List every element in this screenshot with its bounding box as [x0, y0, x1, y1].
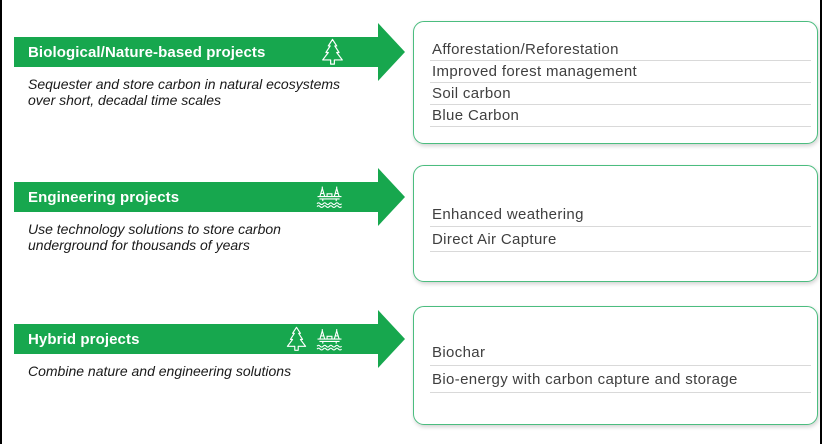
- description-line: Sequester and store carbon in natural ec…: [28, 76, 341, 92]
- left-edge-line: [0, 0, 2, 444]
- description-line: Combine nature and engineering solutions: [28, 363, 292, 379]
- list-item: Biochar: [430, 339, 811, 366]
- section-hybrid: Hybrid projects: [14, 310, 405, 379]
- band-icons: [315, 186, 344, 209]
- list-item: Soil carbon: [430, 83, 811, 105]
- panel-biological-items: Afforestation/Reforestation Improved for…: [413, 21, 818, 144]
- list-item: Bio-energy with carbon capture and stora…: [430, 366, 811, 393]
- panel-rows: Enhanced weathering Direct Air Capture: [414, 166, 817, 252]
- section-engineering: Engineering projects: [14, 168, 405, 253]
- section-title: Engineering projects: [28, 188, 180, 206]
- panel-engineering-items: Enhanced weathering Direct Air Capture: [413, 165, 818, 282]
- arrow-head: [378, 310, 405, 368]
- list-item: Improved forest management: [430, 61, 811, 83]
- list-item: Afforestation/Reforestation: [430, 39, 811, 61]
- section-title: Biological/Nature-based projects: [28, 43, 266, 61]
- offshore-rig-icon: [316, 186, 343, 209]
- section-title: Hybrid projects: [28, 330, 140, 348]
- arrow-band: Engineering projects: [14, 182, 378, 212]
- section-description: Combine nature and engineering solutions: [14, 363, 404, 379]
- section-biological: Biological/Nature-based projects Sequest…: [14, 23, 405, 108]
- arrow-head: [378, 23, 405, 81]
- arrow-banner-hybrid: Hybrid projects: [14, 310, 405, 368]
- panel-rows: Afforestation/Reforestation Improved for…: [414, 22, 817, 127]
- panel-hybrid-items: Biochar Bio-energy with carbon capture a…: [413, 306, 818, 425]
- offshore-rig-icon: [316, 328, 343, 351]
- right-edge-line: [820, 0, 822, 444]
- description-line: underground for thousands of years: [28, 237, 250, 253]
- section-description: Sequester and store carbon in natural ec…: [14, 76, 404, 108]
- arrow-head: [378, 168, 405, 226]
- pine-tree-icon: [286, 326, 307, 351]
- arrow-band: Biological/Nature-based projects: [14, 37, 378, 67]
- section-description: Use technology solutions to store carbon…: [14, 221, 404, 253]
- band-icons: [286, 326, 344, 352]
- arrow-band: Hybrid projects: [14, 324, 378, 354]
- arrow-banner-engineering: Engineering projects: [14, 168, 405, 226]
- list-item: Direct Air Capture: [430, 227, 811, 252]
- arrow-banner-biological: Biological/Nature-based projects: [14, 23, 405, 81]
- list-item: Blue Carbon: [430, 105, 811, 127]
- pine-tree-icon: [322, 38, 343, 65]
- band-icons: [321, 38, 344, 66]
- description-line: Use technology solutions to store carbon: [28, 221, 281, 237]
- list-item: Enhanced weathering: [430, 202, 811, 227]
- description-line: over short, decadal time scales: [28, 92, 221, 108]
- panel-rows: Biochar Bio-energy with carbon capture a…: [414, 307, 817, 393]
